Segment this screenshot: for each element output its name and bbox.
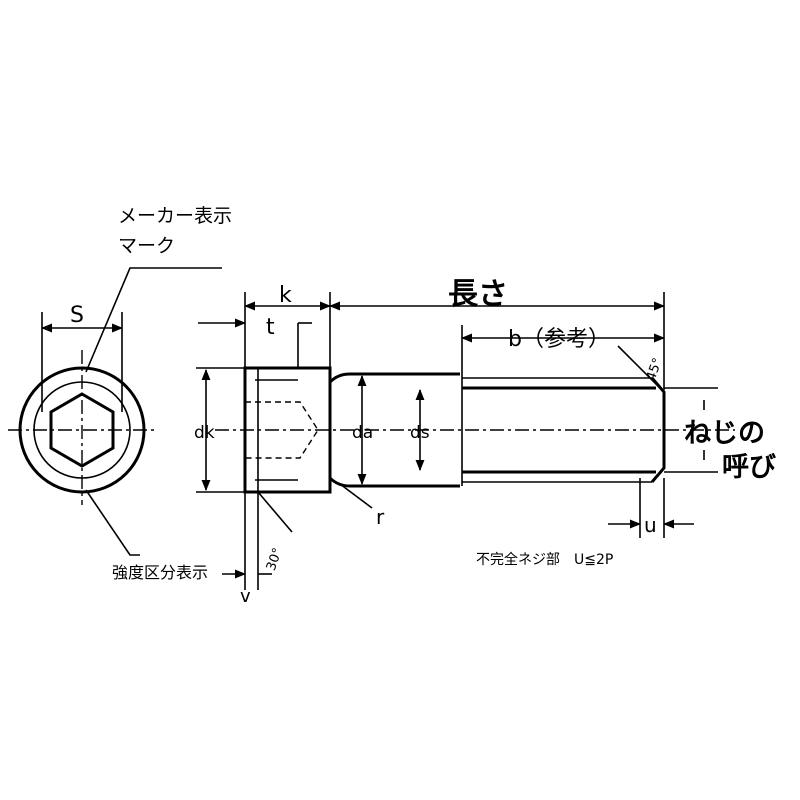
thread-nominal-label-line1: ねじの [684, 418, 765, 449]
strength-class-label: 強度区分表示 [112, 563, 208, 582]
side-view [215, 366, 735, 494]
ds-label: ds [410, 423, 430, 443]
angle-30-label: 30° [264, 546, 286, 573]
maker-mark-label-line1: メーカー表示 [118, 205, 232, 227]
k-label: k [279, 283, 292, 308]
length-label: 長さ [448, 277, 508, 312]
s-label: S [70, 303, 84, 328]
r-label: r [376, 505, 385, 529]
b-ref-label: b（参考） [508, 327, 610, 352]
maker-mark-label-line2: マーク [118, 235, 175, 257]
dk-label: dk [194, 423, 215, 443]
dimensions [196, 292, 718, 590]
t-label: t [266, 315, 275, 340]
u-label: u [644, 513, 657, 537]
thread-nominal-label-line2: 呼び [722, 452, 776, 483]
end-view [8, 267, 222, 556]
da-label: da [352, 423, 373, 443]
angle-45-label: 45° [644, 356, 666, 383]
incomplete-thread-note: 不完全ネジ部 U≦2P [476, 551, 613, 568]
v-label: v [240, 586, 251, 607]
